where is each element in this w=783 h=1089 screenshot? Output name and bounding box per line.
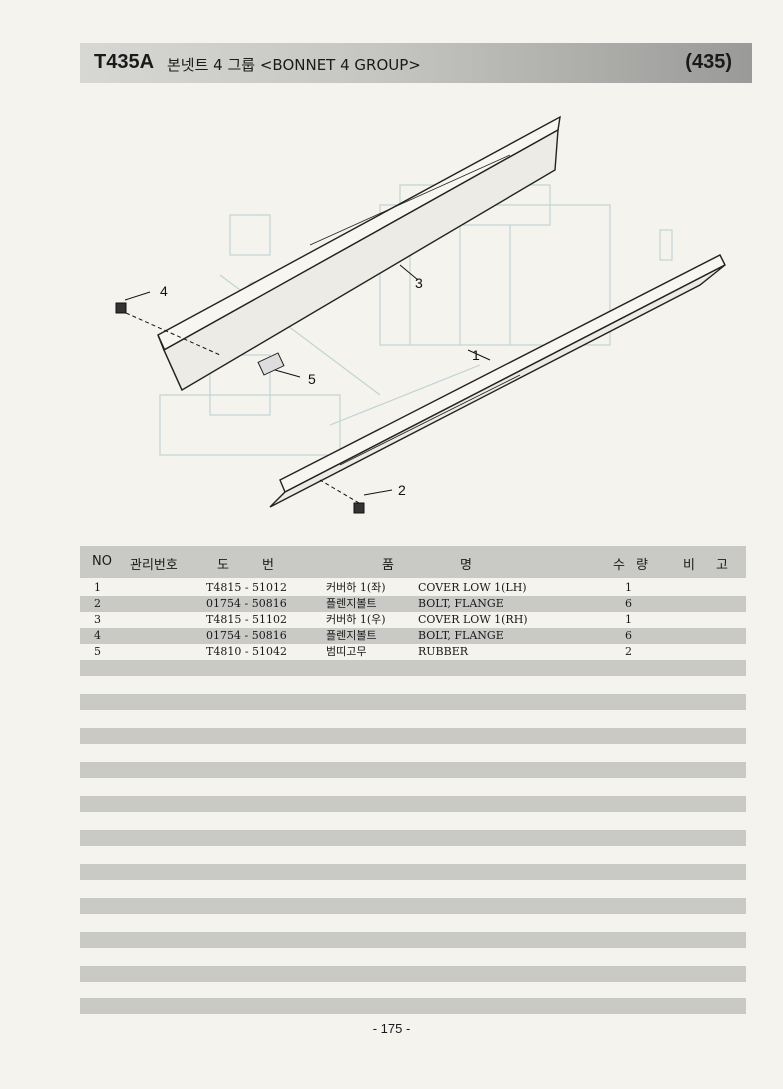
header-qty-2: 량 bbox=[636, 558, 648, 573]
row-name-kr: 플렌지볼트 bbox=[326, 597, 377, 610]
header-mgmt-no: 관리번호 bbox=[130, 558, 178, 573]
cover-low-rh-part bbox=[157, 115, 561, 392]
row-part-no: 01754 - 50816 bbox=[206, 597, 287, 610]
empty-row bbox=[80, 728, 746, 744]
leader-lines bbox=[124, 264, 491, 496]
header-no: NO bbox=[92, 554, 112, 569]
row-part-no: T4815 - 51102 bbox=[206, 613, 288, 626]
flange-bolt-lower bbox=[319, 479, 365, 514]
header-item-2: 명 bbox=[460, 558, 472, 573]
table-row: 3 T4815 - 51102 커버하 1(우) COVER LOW 1(RH)… bbox=[80, 612, 746, 628]
parts-diagram: 4 3 1 5 2 bbox=[115, 115, 726, 514]
header-drawing-2: 번 bbox=[262, 558, 274, 573]
empty-row bbox=[80, 966, 746, 982]
rubber-part bbox=[257, 352, 285, 376]
row-qty: 1 bbox=[625, 581, 632, 594]
callout-2: 2 bbox=[398, 482, 406, 498]
callout-1: 1 bbox=[472, 347, 480, 363]
row-name-en: COVER LOW 1(RH) bbox=[418, 613, 528, 626]
row-part-no: T4810 - 51042 bbox=[206, 645, 288, 658]
empty-row bbox=[80, 932, 746, 948]
callout-3: 3 bbox=[415, 275, 423, 291]
header-remarks-2: 고 bbox=[716, 558, 728, 573]
table-row: 4 01754 - 50816 플렌지볼트 BOLT, FLANGE 6 bbox=[80, 628, 746, 644]
empty-row bbox=[80, 898, 746, 914]
callout-5: 5 bbox=[308, 371, 316, 387]
table-row: 5 T4810 - 51042 범띠고무 RUBBER 2 bbox=[80, 644, 746, 660]
header-qty-1: 수 bbox=[613, 558, 625, 573]
empty-row bbox=[80, 660, 746, 676]
row-no: 5 bbox=[94, 645, 101, 658]
parts-table: NO 관리번호 도 번 품 명 수 량 비 고 1 T4815 - 51012 … bbox=[80, 546, 746, 1014]
empty-row bbox=[80, 998, 746, 1014]
row-qty: 2 bbox=[625, 645, 632, 658]
table-row: 2 01754 - 50816 플렌지볼트 BOLT, FLANGE 6 bbox=[80, 596, 746, 612]
page-code: (435) bbox=[685, 51, 732, 73]
row-name-kr: 범띠고무 bbox=[326, 645, 367, 658]
row-name-kr: 플렌지볼트 bbox=[326, 629, 377, 642]
header-remarks-1: 비 bbox=[683, 558, 695, 573]
row-name-en: BOLT, FLANGE bbox=[418, 597, 504, 610]
page-header: T435A 본넷트 4 그룹 <BONNET 4 GROUP> (435) bbox=[80, 43, 752, 83]
flange-bolt-upper bbox=[115, 302, 221, 356]
row-no: 3 bbox=[94, 613, 101, 626]
row-name-kr: 커버하 1(우) bbox=[326, 613, 386, 626]
row-no: 1 bbox=[94, 581, 101, 594]
row-no: 4 bbox=[94, 629, 101, 642]
empty-row bbox=[80, 762, 746, 778]
row-no: 2 bbox=[94, 597, 101, 610]
cover-low-lh-part bbox=[269, 254, 726, 508]
row-qty: 6 bbox=[625, 597, 632, 610]
table-row: 1 T4815 - 51012 커버하 1(좌) COVER LOW 1(LH)… bbox=[80, 580, 746, 596]
row-part-no: 01754 - 50816 bbox=[206, 629, 287, 642]
page-number: - 175 - bbox=[372, 1021, 411, 1036]
row-name-en: BOLT, FLANGE bbox=[418, 629, 504, 642]
table-header: NO 관리번호 도 번 품 명 수 량 비 고 bbox=[80, 546, 746, 578]
header-item-1: 품 bbox=[382, 558, 394, 573]
row-part-no: T4815 - 51012 bbox=[206, 581, 288, 594]
header-drawing-1: 도 bbox=[217, 558, 229, 573]
row-qty: 1 bbox=[625, 613, 632, 626]
model-code: T435A bbox=[94, 51, 155, 73]
row-name-en: COVER LOW 1(LH) bbox=[418, 581, 527, 594]
empty-row bbox=[80, 830, 746, 846]
empty-row bbox=[80, 694, 746, 710]
group-title: 본넷트 4 그룹 <BONNET 4 GROUP> bbox=[167, 56, 421, 74]
callout-4: 4 bbox=[160, 283, 168, 299]
empty-row bbox=[80, 796, 746, 812]
row-name-en: RUBBER bbox=[418, 645, 469, 658]
row-name-kr: 커버하 1(좌) bbox=[326, 581, 386, 594]
empty-row bbox=[80, 864, 746, 880]
row-qty: 6 bbox=[625, 629, 632, 642]
